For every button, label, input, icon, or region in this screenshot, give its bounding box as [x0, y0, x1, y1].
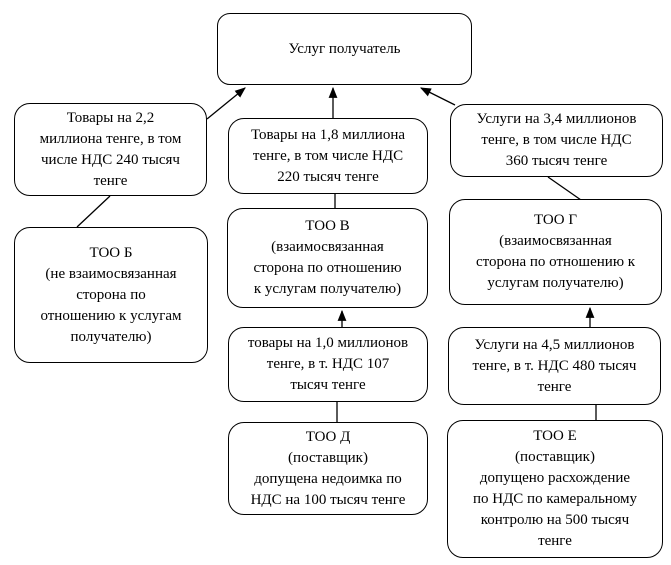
- node-too-b: ТОО Б (не взаимосвязанная сторона по отн…: [14, 227, 208, 363]
- node-too-d-text: ТОО Д (поставщик) допущена недоимка по Н…: [250, 428, 406, 508]
- label-goods-2-2-mln: Товары на 2,2 миллиона тенге, в том числ…: [14, 103, 207, 196]
- label-goods-1-8-mln: Товары на 1,8 миллиона тенге, в том числ…: [228, 118, 428, 194]
- connector-goods-b-to-recipient: [206, 87, 246, 120]
- connector-services-g-to-recipient: [420, 87, 456, 106]
- label-goods-2-2-mln-text: Товары на 2,2 миллиона тенге, в том числ…: [39, 109, 182, 189]
- connector-too-g-to-services-g: [547, 176, 582, 201]
- node-service-recipient: Услуг получатель: [217, 13, 472, 85]
- label-goods-1-0-mln: товары на 1,0 миллионов тенге, в т. НДС …: [228, 327, 428, 402]
- node-too-v-text: ТОО В (взаимосвязанная сторона по отноше…: [253, 218, 402, 297]
- node-too-e-text: ТОО Е (поставщик) допущено расхождение п…: [472, 428, 638, 549]
- label-goods-1-0-mln-text: товары на 1,0 миллионов тенге, в т. НДС …: [247, 335, 409, 393]
- label-goods-1-8-mln-text: Товары на 1,8 миллиона тенге, в том числ…: [250, 126, 406, 185]
- label-services-3-4-mln: Услуги на 3,4 миллионов тенге, в том чис…: [450, 104, 663, 177]
- node-service-recipient-text: Услуг получатель: [288, 40, 401, 57]
- label-services-3-4-mln-text: Услуги на 3,4 миллионов тенге, в том чис…: [476, 111, 637, 169]
- node-too-v: ТОО В (взаимосвязанная сторона по отноше…: [227, 208, 428, 308]
- node-too-g: ТОО Г (взаимосвязанная сторона по отноше…: [449, 199, 662, 305]
- node-too-g-text: ТОО Г (взаимосвязанная сторона по отноше…: [475, 212, 636, 291]
- label-services-4-5-mln: Услуги на 4,5 миллионов тенге, в т. НДС …: [448, 327, 661, 405]
- node-too-d: ТОО Д (поставщик) допущена недоимка по Н…: [228, 422, 428, 515]
- connector-too-b-to-goods-b: [76, 195, 111, 228]
- node-too-b-text: ТОО Б (не взаимосвязанная сторона по отн…: [40, 244, 182, 345]
- node-too-e: ТОО Е (поставщик) допущено расхождение п…: [447, 420, 663, 558]
- label-services-4-5-mln-text: Услуги на 4,5 миллионов тенге, в т. НДС …: [472, 336, 637, 395]
